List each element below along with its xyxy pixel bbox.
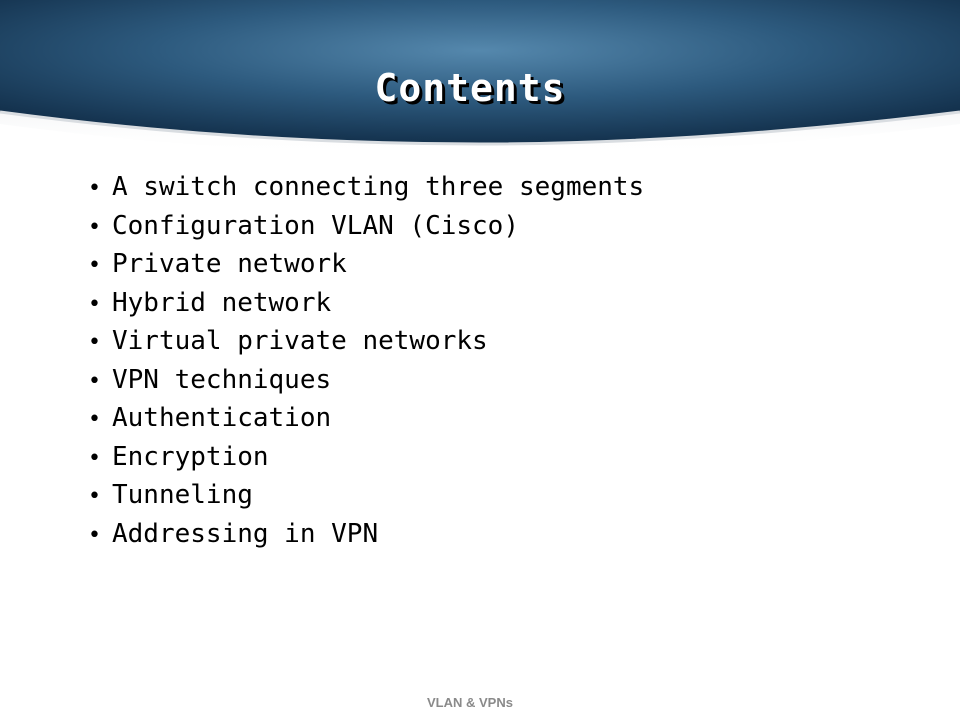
list-item-label: Virtual private networks [112, 326, 488, 356]
bullet-icon: • [88, 445, 101, 471]
list-item: • VPN techniques [88, 365, 644, 404]
list-item-label: Addressing in VPN [112, 518, 379, 549]
list-item-label: Encryption [112, 441, 269, 472]
list-item-label: Tunneling [112, 480, 253, 510]
bullet-icon: • [88, 522, 101, 548]
list-item-label: Authentication [112, 403, 332, 433]
bullet-icon: • [88, 176, 101, 201]
list-item-label: VPN techniques [112, 364, 332, 395]
bullet-icon: • [88, 368, 101, 394]
bullet-icon: • [88, 291, 101, 317]
list-item: • Tunneling [88, 480, 644, 519]
list-item-label: A switch connecting three segments [112, 172, 645, 202]
bullet-icon: • [88, 484, 101, 509]
bullet-icon: • [88, 214, 101, 240]
slide-title: Contents [374, 66, 566, 110]
list-item-label: Configuration VLAN (Cisco) [112, 210, 519, 241]
bullet-icon: • [88, 330, 101, 355]
slide-footer: VLAN & VPNs [427, 695, 513, 710]
list-item: • A switch connecting three segments [88, 172, 644, 211]
header-banner [0, 0, 960, 170]
bullet-icon: • [88, 407, 101, 432]
list-item: • Hybrid network [88, 288, 644, 327]
list-item: • Encryption [88, 442, 644, 481]
list-item-label: Private network [112, 249, 347, 279]
bullet-icon: • [88, 253, 101, 278]
list-item: • Authentication [88, 403, 644, 442]
contents-list: • A switch connecting three segments • Con… [88, 172, 644, 557]
list-item: • Addressing in VPN [88, 519, 644, 558]
list-item: • Configuration VLAN (Cisco) [88, 211, 644, 250]
list-item-label: Hybrid network [112, 287, 332, 318]
list-item: • Private network [88, 249, 644, 288]
list-item: • Virtual private networks [88, 326, 644, 365]
